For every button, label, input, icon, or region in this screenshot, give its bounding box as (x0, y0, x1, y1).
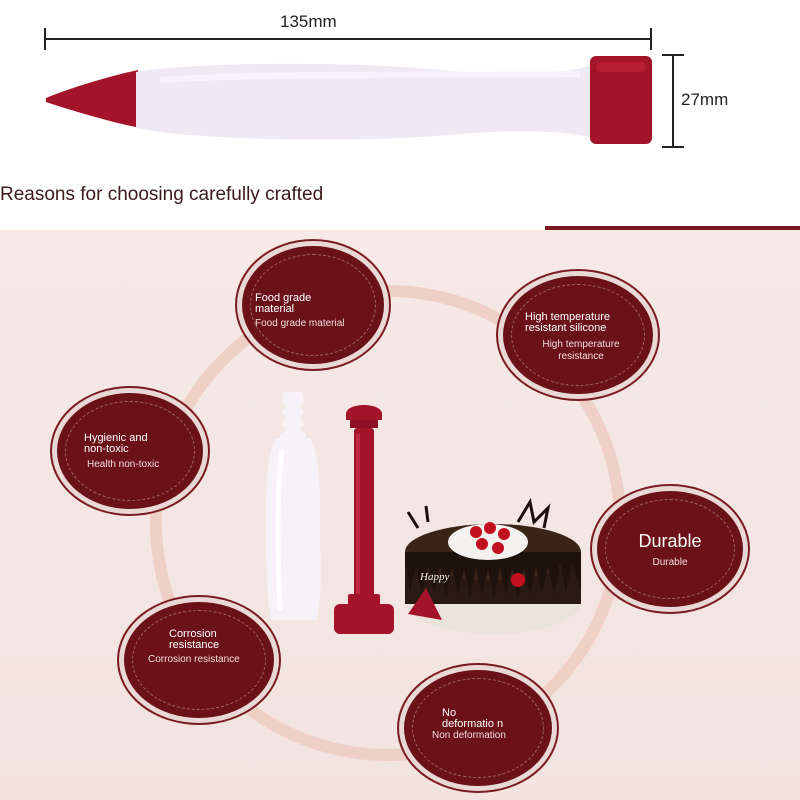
feature-hygienic: Hygienic and non-toxic Health non-toxic (57, 393, 203, 509)
cake-image: Happy (405, 497, 581, 634)
length-tick-right (650, 28, 652, 50)
feature-title: High temperature resistant silicone (525, 311, 610, 334)
feature-title: Corrosion resistance (169, 628, 220, 651)
cake-writing: Happy (419, 571, 449, 583)
heading-accent-bar (545, 226, 800, 230)
feature-inner-ring (605, 499, 735, 599)
feature-subtitle: Health non-toxic (87, 459, 160, 470)
feature-inner-ring (250, 254, 376, 356)
length-dimension-line (44, 38, 652, 40)
feature-corrosion-resistance: Corrosion resistance Corrosion resistanc… (124, 602, 274, 718)
feature-no-deformation: No deformatio n Non deformation (404, 670, 552, 786)
feature-subtitle: Corrosion resistance (148, 654, 240, 665)
section-heading: Reasons for choosing carefully crafted (0, 184, 324, 205)
length-label: 135mm (280, 12, 337, 31)
feature-inner-ring (412, 678, 544, 778)
feature-subtitle: Food grade material (255, 318, 345, 329)
heading-box (0, 180, 400, 228)
feature-food-grade: Food grade material Food grade material (242, 246, 384, 364)
feature-inner-ring (132, 610, 266, 710)
decorating-pen-image (46, 56, 652, 144)
feature-subtitle: Non deformation (432, 730, 506, 741)
diameter-tick-top (662, 54, 684, 56)
feature-durable: Durable Durable (597, 491, 743, 607)
feature-title: Durable (638, 531, 702, 551)
diameter-label: 27mm (681, 90, 729, 109)
length-tick-left (44, 28, 46, 50)
plunger-image (334, 405, 394, 634)
silicone-pen-body-image (265, 392, 321, 620)
feature-inner-ring (65, 401, 195, 501)
feature-subtitle: Durable (652, 557, 688, 568)
feature-title: Hygienic and non-toxic (84, 432, 148, 455)
feature-subtitle: High temperature resistance (542, 339, 620, 362)
feature-inner-ring (511, 284, 645, 386)
feature-title: No deformatio n (442, 707, 504, 730)
feature-high-temperature: High temperature resistant silicone High… (503, 276, 653, 394)
diameter-tick-bottom (662, 146, 684, 148)
diameter-dimension-line (672, 54, 674, 148)
feature-title: Food grade material (255, 292, 312, 315)
